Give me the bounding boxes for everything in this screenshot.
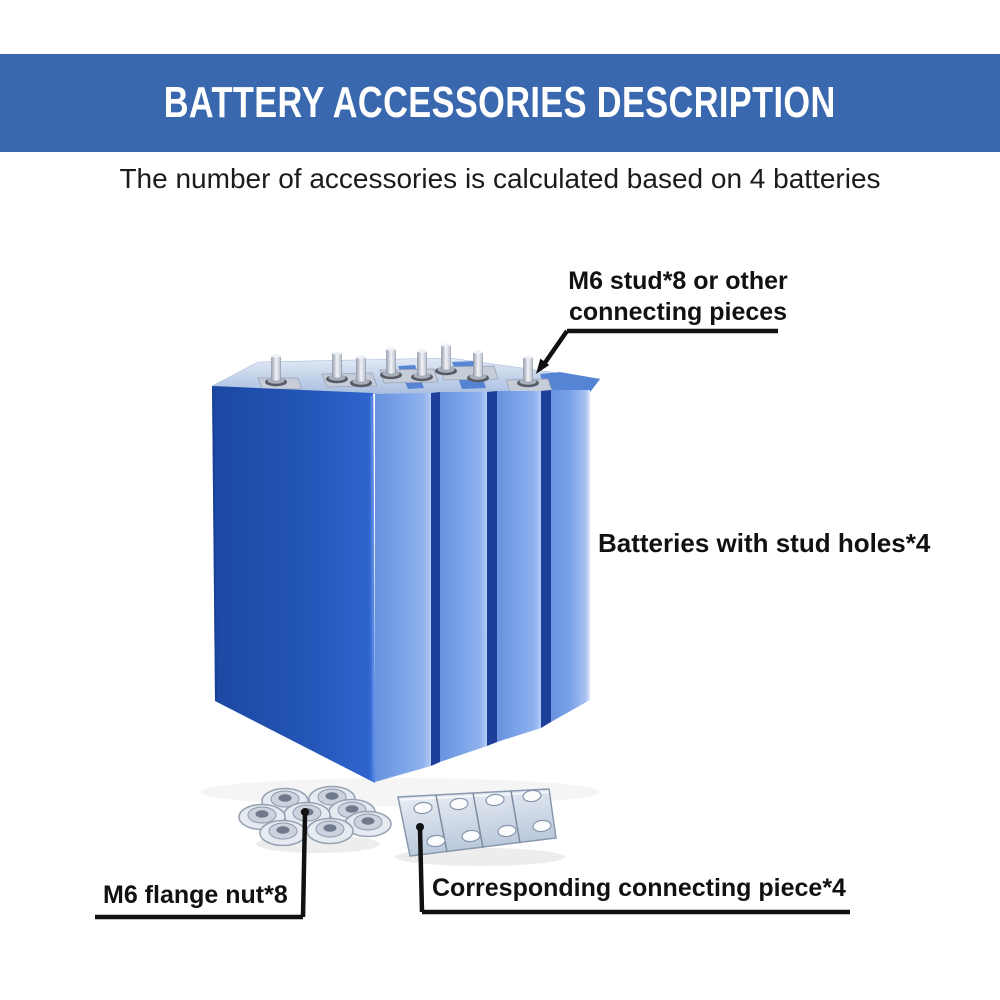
terminal-stud-icon (435, 343, 457, 376)
terminal-stud-icon (467, 350, 489, 383)
flange-nut-icon (344, 810, 392, 838)
stud-callout-label: M6 stud*8 or other connecting pieces (558, 266, 798, 328)
terminal-stud-icon (265, 354, 287, 387)
terminal-studs (265, 343, 539, 388)
plate-holes (413, 789, 552, 848)
page-title: BATTERY ACCESSORIES DESCRIPTION (164, 78, 836, 127)
battery-side-strip (551, 390, 590, 722)
nut-callout-dot (301, 808, 309, 816)
flange-nuts-image (238, 785, 392, 847)
stud-callout-line1: M6 stud*8 or other (568, 267, 788, 295)
terminal-stud-icon (350, 355, 372, 388)
battery-gap (541, 390, 551, 728)
terminal-stud-icon (326, 351, 348, 384)
terminal-stud-icon (517, 355, 539, 388)
callout-lines (95, 328, 850, 920)
terminal-stud-icon (411, 349, 433, 382)
terminal-stud-icon (380, 347, 402, 380)
batteries-callout-label: Batteries with stud holes*4 (598, 528, 931, 558)
plate-callout-dot (416, 823, 424, 831)
stud-callout-arrow-line (540, 329, 569, 369)
subtitle-text: The number of accessories is calculated … (119, 163, 881, 194)
battery-side-strip (440, 392, 487, 762)
connecting-piece-callout-label: Corresponding connecting piece*4 (432, 874, 846, 902)
battery-corner-highlight (370, 395, 376, 781)
battery-pack-image (211, 343, 601, 783)
battery-left-edge (212, 387, 217, 700)
battery-top-cover (540, 372, 600, 392)
arrowhead-icon (536, 358, 550, 374)
stud-callout-line2: connecting pieces (568, 298, 788, 326)
plate-callout-line (417, 827, 850, 915)
plate-seams (435, 790, 521, 853)
flange-nut-icon (306, 817, 354, 845)
battery-front-face (212, 386, 375, 783)
flange-nut-callout-label: M6 flange nut*8 (103, 881, 288, 909)
banner: BATTERY ACCESSORIES DESCRIPTION (0, 54, 1000, 152)
connecting-plate-image (397, 788, 557, 857)
battery-gap (431, 392, 440, 766)
nut-callout-line (95, 813, 308, 920)
flange-nut-icon (259, 819, 307, 847)
battery-gap (487, 391, 497, 746)
battery-side-strip (375, 393, 431, 782)
battery-side-strip (497, 391, 541, 742)
